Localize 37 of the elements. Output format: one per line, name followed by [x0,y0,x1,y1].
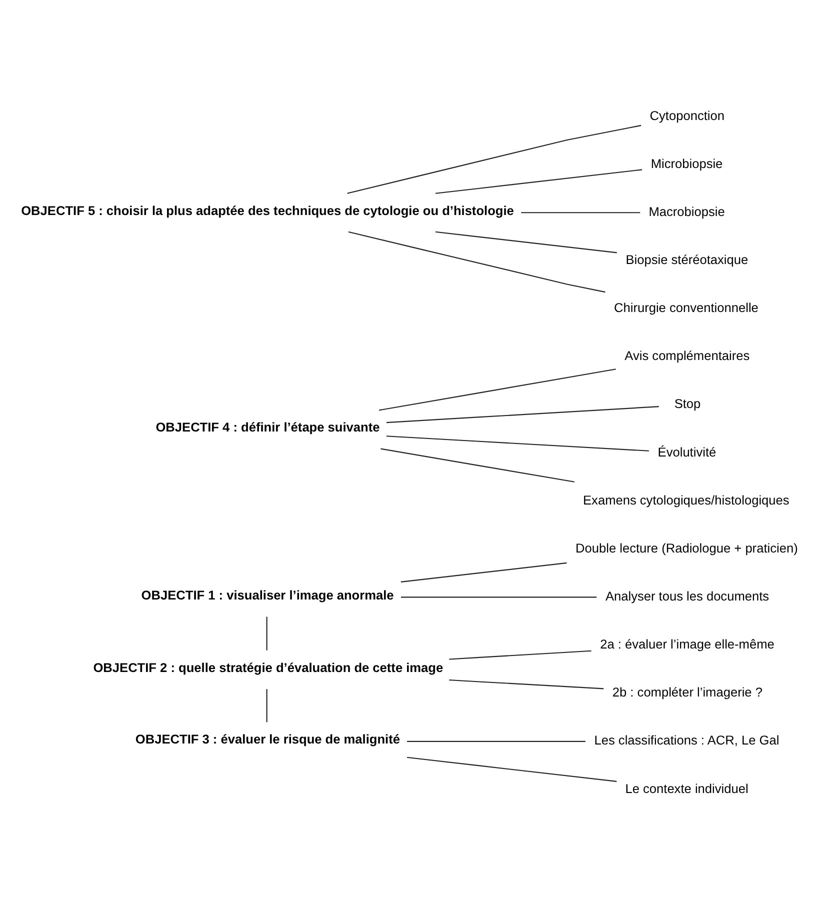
connector [435,169,642,194]
node-text: Le contexte individuel [625,780,748,796]
connector [400,562,567,582]
node-text: 2a : évaluer l’image elle-même [600,636,774,652]
connector [378,368,616,411]
connector [347,124,642,194]
node-text: Biopsie stéréotaxique [626,252,748,268]
connector [400,596,597,598]
node-text: Avis complémentaires [624,348,750,364]
node-text: Examens cytologiques/histologiques [583,492,790,508]
node-text: Microbiopsie [650,156,723,171]
node-text: OBJECTIF 2 : quelle stratégie d’évaluation de cette image [93,660,444,676]
connector [407,740,586,742]
node-text: 2b : compléter l’imagerie ? [612,684,762,700]
node-text: OBJECTIF 3 : évaluer le risque de malignité [135,732,400,747]
node-text: Macrobiopsie [648,204,725,219]
connector [386,406,659,424]
connector [380,448,574,482]
node-text: Stop [674,396,701,412]
connector [449,650,592,660]
connector [521,212,640,214]
node-text: Chirurgie conventionnelle [614,300,758,316]
connector [266,689,268,722]
node-text: Analyser tous les documents [605,588,770,604]
connector [406,756,617,782]
node-text: Évolutivité [658,444,716,460]
node-text: OBJECTIF 4 : définir l’étape suivante [156,420,380,435]
connector [435,231,617,254]
node-text: Les classifications : ACR, Le Gal [594,732,780,748]
connector [449,680,604,690]
connector [348,231,606,293]
connector [266,616,268,650]
node-text: Cytoponction [650,108,724,123]
node-text: OBJECTIF 1 : visualiser l’image anormale [141,587,394,602]
node-text: OBJECTIF 5 : choisir la plus adaptée des techniques de cytologie ou d’histologie [21,202,514,218]
node-text: Double lecture (Radiologue + praticien) [576,540,798,556]
connector [386,436,649,452]
